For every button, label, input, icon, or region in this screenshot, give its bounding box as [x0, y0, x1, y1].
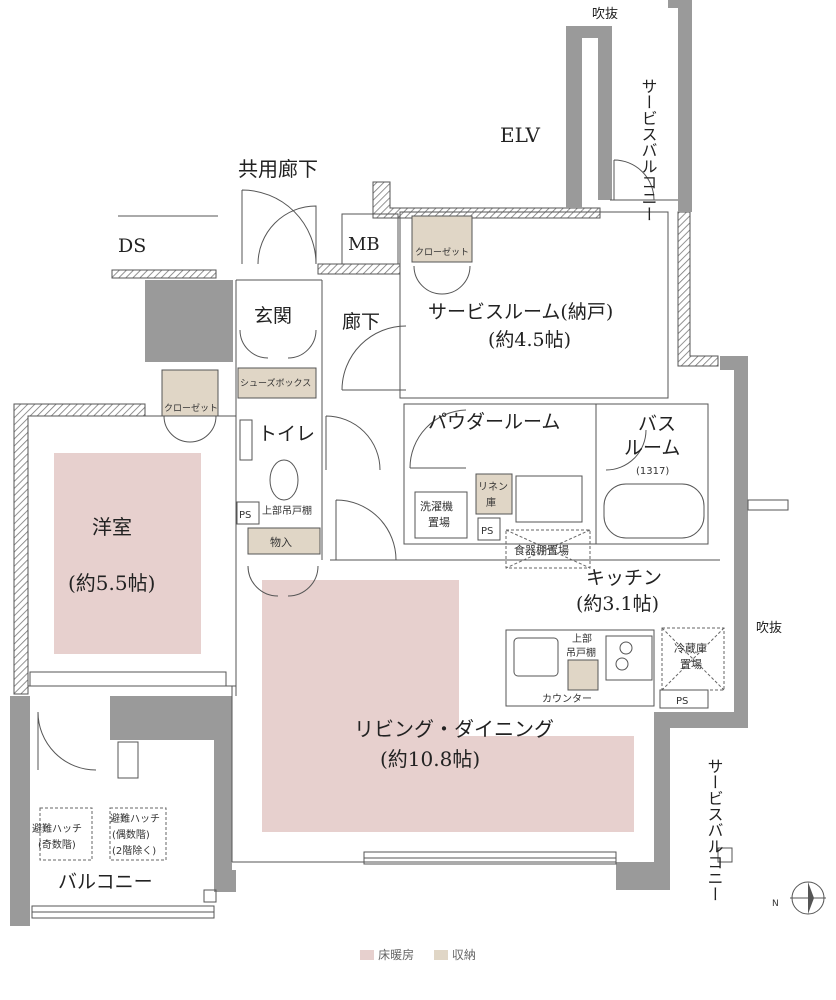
- label-dish-shelf: 食器棚置場: [514, 543, 569, 557]
- column-gray-block: [145, 280, 233, 362]
- label-ps-2: PS: [481, 526, 493, 537]
- outer-wall-mb-bottom: [317, 263, 401, 275]
- hatch-even-area: [109, 807, 167, 861]
- label-roka: 廊下: [342, 311, 380, 333]
- label-ps-1: PS: [239, 510, 251, 521]
- label-service-balcony-top: サービスバルコニー: [639, 78, 658, 222]
- legend-item-floor-heating: 床暖房: [360, 946, 414, 963]
- label-balcony: バルコニー: [58, 871, 153, 893]
- hatch-odd-area: [39, 807, 93, 861]
- wall-service-balcony-top: [598, 26, 612, 200]
- label-hatch-odd-2: (奇数階): [38, 838, 76, 851]
- label-counter: カウンター: [542, 693, 592, 705]
- dish-shelf-area: [505, 529, 591, 569]
- label-bath-size: (1317): [636, 466, 669, 477]
- monoire-storage: [247, 527, 321, 555]
- closet-yoshitsu: [161, 369, 219, 417]
- label-bath-2: ルーム: [624, 437, 680, 459]
- label-ps-3: PS: [676, 696, 688, 707]
- floor-heating-yoshitsu: [54, 453, 201, 654]
- wall-kitchen-right: [654, 712, 748, 866]
- label-elv: ELV: [500, 123, 541, 147]
- label-genkan: 玄関: [254, 305, 292, 327]
- label-hatch-even-1: 避難ハッチ: [110, 812, 160, 825]
- compass-icon: N: [772, 881, 826, 915]
- label-ds: DS: [118, 235, 146, 257]
- shoes-box: [237, 367, 317, 399]
- label-hatch-even-2: (偶数階): [112, 828, 150, 841]
- label-washer-2: 置場: [428, 516, 450, 529]
- label-yoshitsu-size: (約5.5帖): [68, 571, 155, 595]
- label-fridge-2: 置場: [680, 658, 702, 671]
- legend-item-storage: 収納: [433, 946, 476, 963]
- label-service-room: サービスルーム(納戸): [428, 301, 613, 323]
- outer-wall-right: [677, 211, 719, 367]
- label-upper-cabinet-2b: 吊戸棚: [566, 646, 596, 659]
- legend-label-floor-heating: 床暖房: [378, 948, 415, 962]
- label-kitchen: キッチン: [586, 567, 662, 589]
- interior-walls: [27, 199, 720, 863]
- label-kitchen-size: (約3.1帖): [576, 593, 659, 615]
- wall-balcony-left: [10, 696, 30, 926]
- label-fukinuke-top: 吹抜: [592, 6, 618, 22]
- label-monoire: 物入: [270, 535, 292, 549]
- legend-label-storage: 収納: [451, 948, 476, 962]
- label-upper-cabinet-2a: 上部: [572, 632, 592, 645]
- upper-cabinet-kitchen: [567, 659, 599, 691]
- linen-storage: [475, 473, 513, 515]
- wall-right-outer: [720, 356, 748, 712]
- label-service-balcony-right: サービスバルコニー: [705, 758, 724, 902]
- label-service-room-size: (約4.5帖): [488, 329, 571, 351]
- floor-heating-living: [262, 580, 634, 832]
- label-mb: MB: [348, 234, 380, 255]
- closet-service-room: [411, 215, 473, 263]
- label-toilet: トイレ: [258, 423, 315, 445]
- label-kyoyo-roka: 共用廊下: [238, 157, 318, 181]
- wall-balcony-bottom-right: [214, 870, 236, 892]
- label-closet-2: クローゼット: [164, 402, 218, 414]
- outer-wall-top-stair: [372, 181, 601, 219]
- label-washer-1: 洗濯機: [420, 499, 453, 513]
- label-living: リビング・ダイニング: [354, 717, 554, 741]
- doors: [37, 159, 655, 771]
- label-hatch-even-3: (2階除く): [112, 844, 156, 857]
- label-yoshitsu: 洋室: [92, 515, 132, 539]
- label-closet-1: クローゼット: [415, 246, 469, 258]
- label-linen-2: 庫: [486, 496, 496, 509]
- wall-bottom-right: [616, 862, 670, 890]
- label-linen-1: リネン: [478, 481, 508, 493]
- label-bath-1: バス: [638, 413, 676, 435]
- outer-wall-ds: [111, 269, 217, 279]
- floor-heating-swatch-icon: [360, 949, 375, 960]
- label-powder-room: パウダールーム: [428, 411, 560, 433]
- label-shoes-box: シューズボックス: [240, 377, 311, 389]
- compass-n-label: N: [772, 899, 779, 909]
- label-fukinuke-right: 吹抜: [756, 620, 782, 636]
- label-fridge-1: 冷蔵庫: [674, 641, 707, 655]
- label-living-size: (約10.8帖): [380, 747, 480, 771]
- legend: 床暖房 収納: [0, 946, 836, 963]
- wall-right-column: [668, 0, 692, 212]
- windows: [29, 499, 789, 919]
- storage-swatch-icon: [433, 949, 448, 960]
- label-upper-cabinet-1: 上部吊戸棚: [262, 504, 312, 517]
- wall-elv-right: [566, 26, 612, 208]
- label-hatch-odd-1: 避難ハッチ: [32, 822, 82, 835]
- wall-balcony-top: [110, 696, 232, 870]
